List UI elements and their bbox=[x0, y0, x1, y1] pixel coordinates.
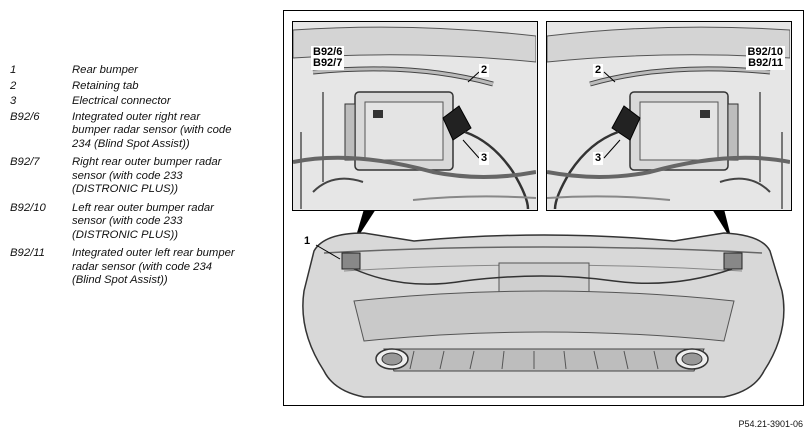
legend-item-b92-7: B92/7 Right rear outer bumper radar sens… bbox=[10, 156, 280, 197]
legend-code: 3 bbox=[10, 95, 17, 107]
callout-retaining-tab: 2 bbox=[479, 64, 490, 77]
sensor-code-b92-10: B92/10 bbox=[747, 46, 783, 58]
figure-frame: B92/6 B92/7 2 3 B92/10 B92/11 bbox=[283, 10, 804, 406]
legend-text: Rear bumper bbox=[72, 64, 138, 76]
legend: 1 Rear bumper 2 Retaining tab 3 Electric… bbox=[10, 64, 280, 290]
legend-item-3: 3 Electrical connector bbox=[10, 95, 280, 109]
inset-right-sensor: B92/6 B92/7 2 3 bbox=[292, 21, 538, 211]
legend-text: Right rear outer bumper radar sensor (wi… bbox=[72, 156, 222, 195]
inset-left-sensor: B92/10 B92/11 2 3 bbox=[546, 21, 792, 211]
legend-item-b92-11: B92/11 Integrated outer left rear bumper… bbox=[10, 247, 280, 288]
legend-item-1: 1 Rear bumper bbox=[10, 64, 280, 78]
callout-electrical-connector: 3 bbox=[479, 152, 490, 165]
legend-item-b92-6: B92/6 Integrated outer right rear bumper… bbox=[10, 111, 280, 152]
legend-code: 1 bbox=[10, 64, 17, 76]
callout-rear-bumper: 1 bbox=[302, 235, 313, 248]
sensor-code-b92-7: B92/7 bbox=[313, 57, 343, 69]
legend-code: B92/10 bbox=[10, 201, 46, 214]
sensor-code-b92-11: B92/11 bbox=[748, 57, 783, 69]
legend-item-b92-10: B92/10 Left rear outer bumper radar sens… bbox=[10, 202, 280, 243]
sensor-code-label: B92/10 B92/11 bbox=[745, 46, 785, 70]
legend-code: 2 bbox=[10, 79, 17, 92]
legend-text: Retaining tab bbox=[72, 79, 139, 92]
legend-text: Integrated outer left rear bumper radar … bbox=[72, 247, 235, 286]
bumper-overview: 1 bbox=[284, 211, 803, 405]
legend-code: B92/6 bbox=[10, 110, 40, 123]
sensor-code-b92-6: B92/6 bbox=[313, 46, 343, 58]
legend-code: B92/7 bbox=[10, 156, 40, 168]
figure-id: P54.21-3901-06 bbox=[738, 419, 803, 429]
legend-text: Left rear outer bumper radar sensor (wit… bbox=[72, 201, 214, 241]
callout-electrical-connector: 3 bbox=[593, 152, 604, 165]
legend-text: Electrical connector bbox=[72, 95, 171, 107]
legend-item-2: 2 Retaining tab bbox=[10, 80, 280, 94]
rear-bumper-drawing bbox=[302, 211, 785, 398]
legend-code: B92/11 bbox=[10, 247, 45, 259]
legend-text: Integrated outer right rear bumper radar… bbox=[72, 110, 232, 150]
sensor-code-label: B92/6 B92/7 bbox=[311, 46, 345, 70]
callout-retaining-tab: 2 bbox=[593, 64, 604, 77]
inset-right-sensor-drawing bbox=[293, 22, 536, 209]
